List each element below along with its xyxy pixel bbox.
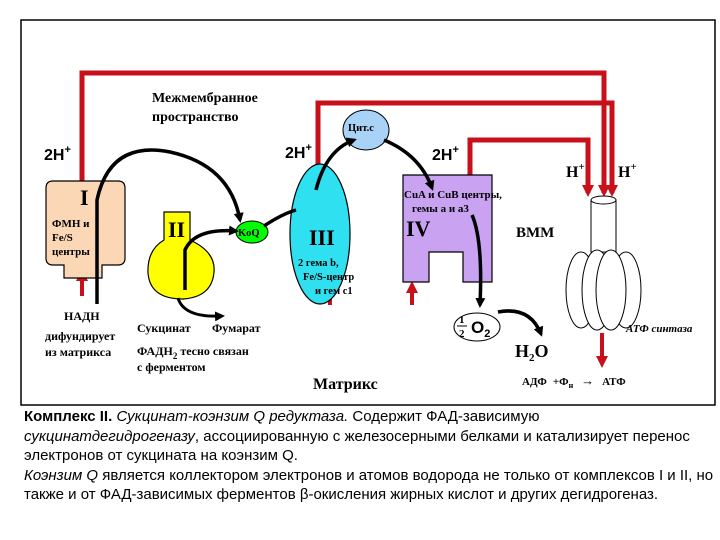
inner-membrane-label: ВММ	[516, 225, 554, 241]
electron-arrow-complex4-oxygen	[470, 214, 486, 308]
proton-path-complex1	[79, 70, 610, 197]
nadh-label-line3: из матрикса	[45, 345, 111, 359]
atp-synthase	[565, 195, 642, 331]
complex-2	[147, 211, 215, 300]
succinate-label: Сукцинат	[137, 321, 191, 335]
oxygen-to-water-arrow	[497, 309, 544, 337]
proton-path-complex4	[467, 137, 594, 197]
proton-label-1: 2H+	[44, 144, 71, 164]
atp-reaction: АДФ+Фн→АТФ	[522, 373, 626, 390]
complex-1-line3: центры	[52, 246, 90, 258]
complex-1-line1: ФМН и	[52, 218, 90, 230]
intermembrane-label-line2: пространство	[152, 110, 239, 125]
water-label: H2O	[515, 341, 549, 364]
complex-4	[402, 174, 493, 283]
caption-text-1: Содержит ФАД-зависимую	[348, 408, 540, 425]
matrix-label: Матрикс	[313, 376, 378, 393]
caption: Комплекс II. Сукцинат-коэнзим Q редуктаз…	[24, 407, 714, 505]
fadh-label-line2: с ферментом	[137, 360, 206, 374]
cytochrome-c-label: Цит.c	[348, 123, 374, 134]
electron-arrow-cytc-complex4	[383, 138, 435, 191]
electron-arrow-complex3-cytc	[314, 137, 357, 191]
caption-title: Комплекс II.	[24, 408, 113, 425]
atp-synthase-label: АТФ синтаза	[625, 323, 693, 335]
complex-3-numeral: III	[309, 225, 335, 250]
nadh-label: НАДН	[64, 309, 100, 323]
fadh-label: ФАДН2 тесно связан	[137, 344, 249, 361]
complex-4-line1: CuA и CuB центры,	[404, 189, 502, 201]
electron-arrow-complex2-coq	[183, 225, 239, 290]
caption-enzyme-name: Сукцинат-коэнзим Q редуктаза.	[112, 408, 349, 425]
half-denominator: 2	[459, 328, 465, 340]
complex-3-line2: Fe/S-центр	[303, 272, 354, 283]
nadh-label-line2: дифундирует	[45, 329, 115, 343]
complex-1-line2: Fe/S	[52, 232, 73, 244]
half-oxygen-bubble	[453, 312, 501, 342]
fumarate-label: Фумарат	[212, 321, 261, 335]
complex-4-numeral: IV	[406, 216, 431, 241]
complex-3-line3: и гем c1	[315, 286, 353, 297]
caption-coq-term: Коэнзим Q	[24, 466, 99, 484]
oxygen-label: O2	[471, 318, 490, 340]
h-plus-1: H+	[566, 161, 585, 181]
half-numerator: 1	[459, 314, 465, 326]
complex-4-line2: гемы a и a3	[412, 203, 469, 215]
caption-text-3: является коллектором электронов и атомов…	[24, 466, 714, 504]
coenzyme-q-label: KoQ	[238, 228, 260, 239]
h-plus-2: H+	[618, 161, 637, 181]
electron-arrow-coq-complex3	[263, 208, 297, 228]
succinate-arrow	[176, 297, 225, 322]
complex-2-numeral: II	[168, 217, 185, 242]
proton-path-complex3	[315, 100, 618, 197]
caption-text-2: , ассоциированную с железосерными белкам…	[24, 427, 690, 465]
intermembrane-label-line1: Межмембранное	[152, 91, 258, 106]
complex-1	[45, 180, 126, 279]
complex-3-line1: 2 гема b,	[298, 258, 339, 269]
proton-label-4: 2H+	[432, 144, 459, 164]
electron-arrow-nadh-coq	[95, 148, 244, 304]
complex-1-numeral: I	[80, 185, 89, 210]
proton-label-3: 2H+	[285, 142, 312, 162]
complex-3	[289, 163, 351, 305]
caption-enzyme-2: сукцинатдегидрогеназу	[24, 427, 195, 445]
